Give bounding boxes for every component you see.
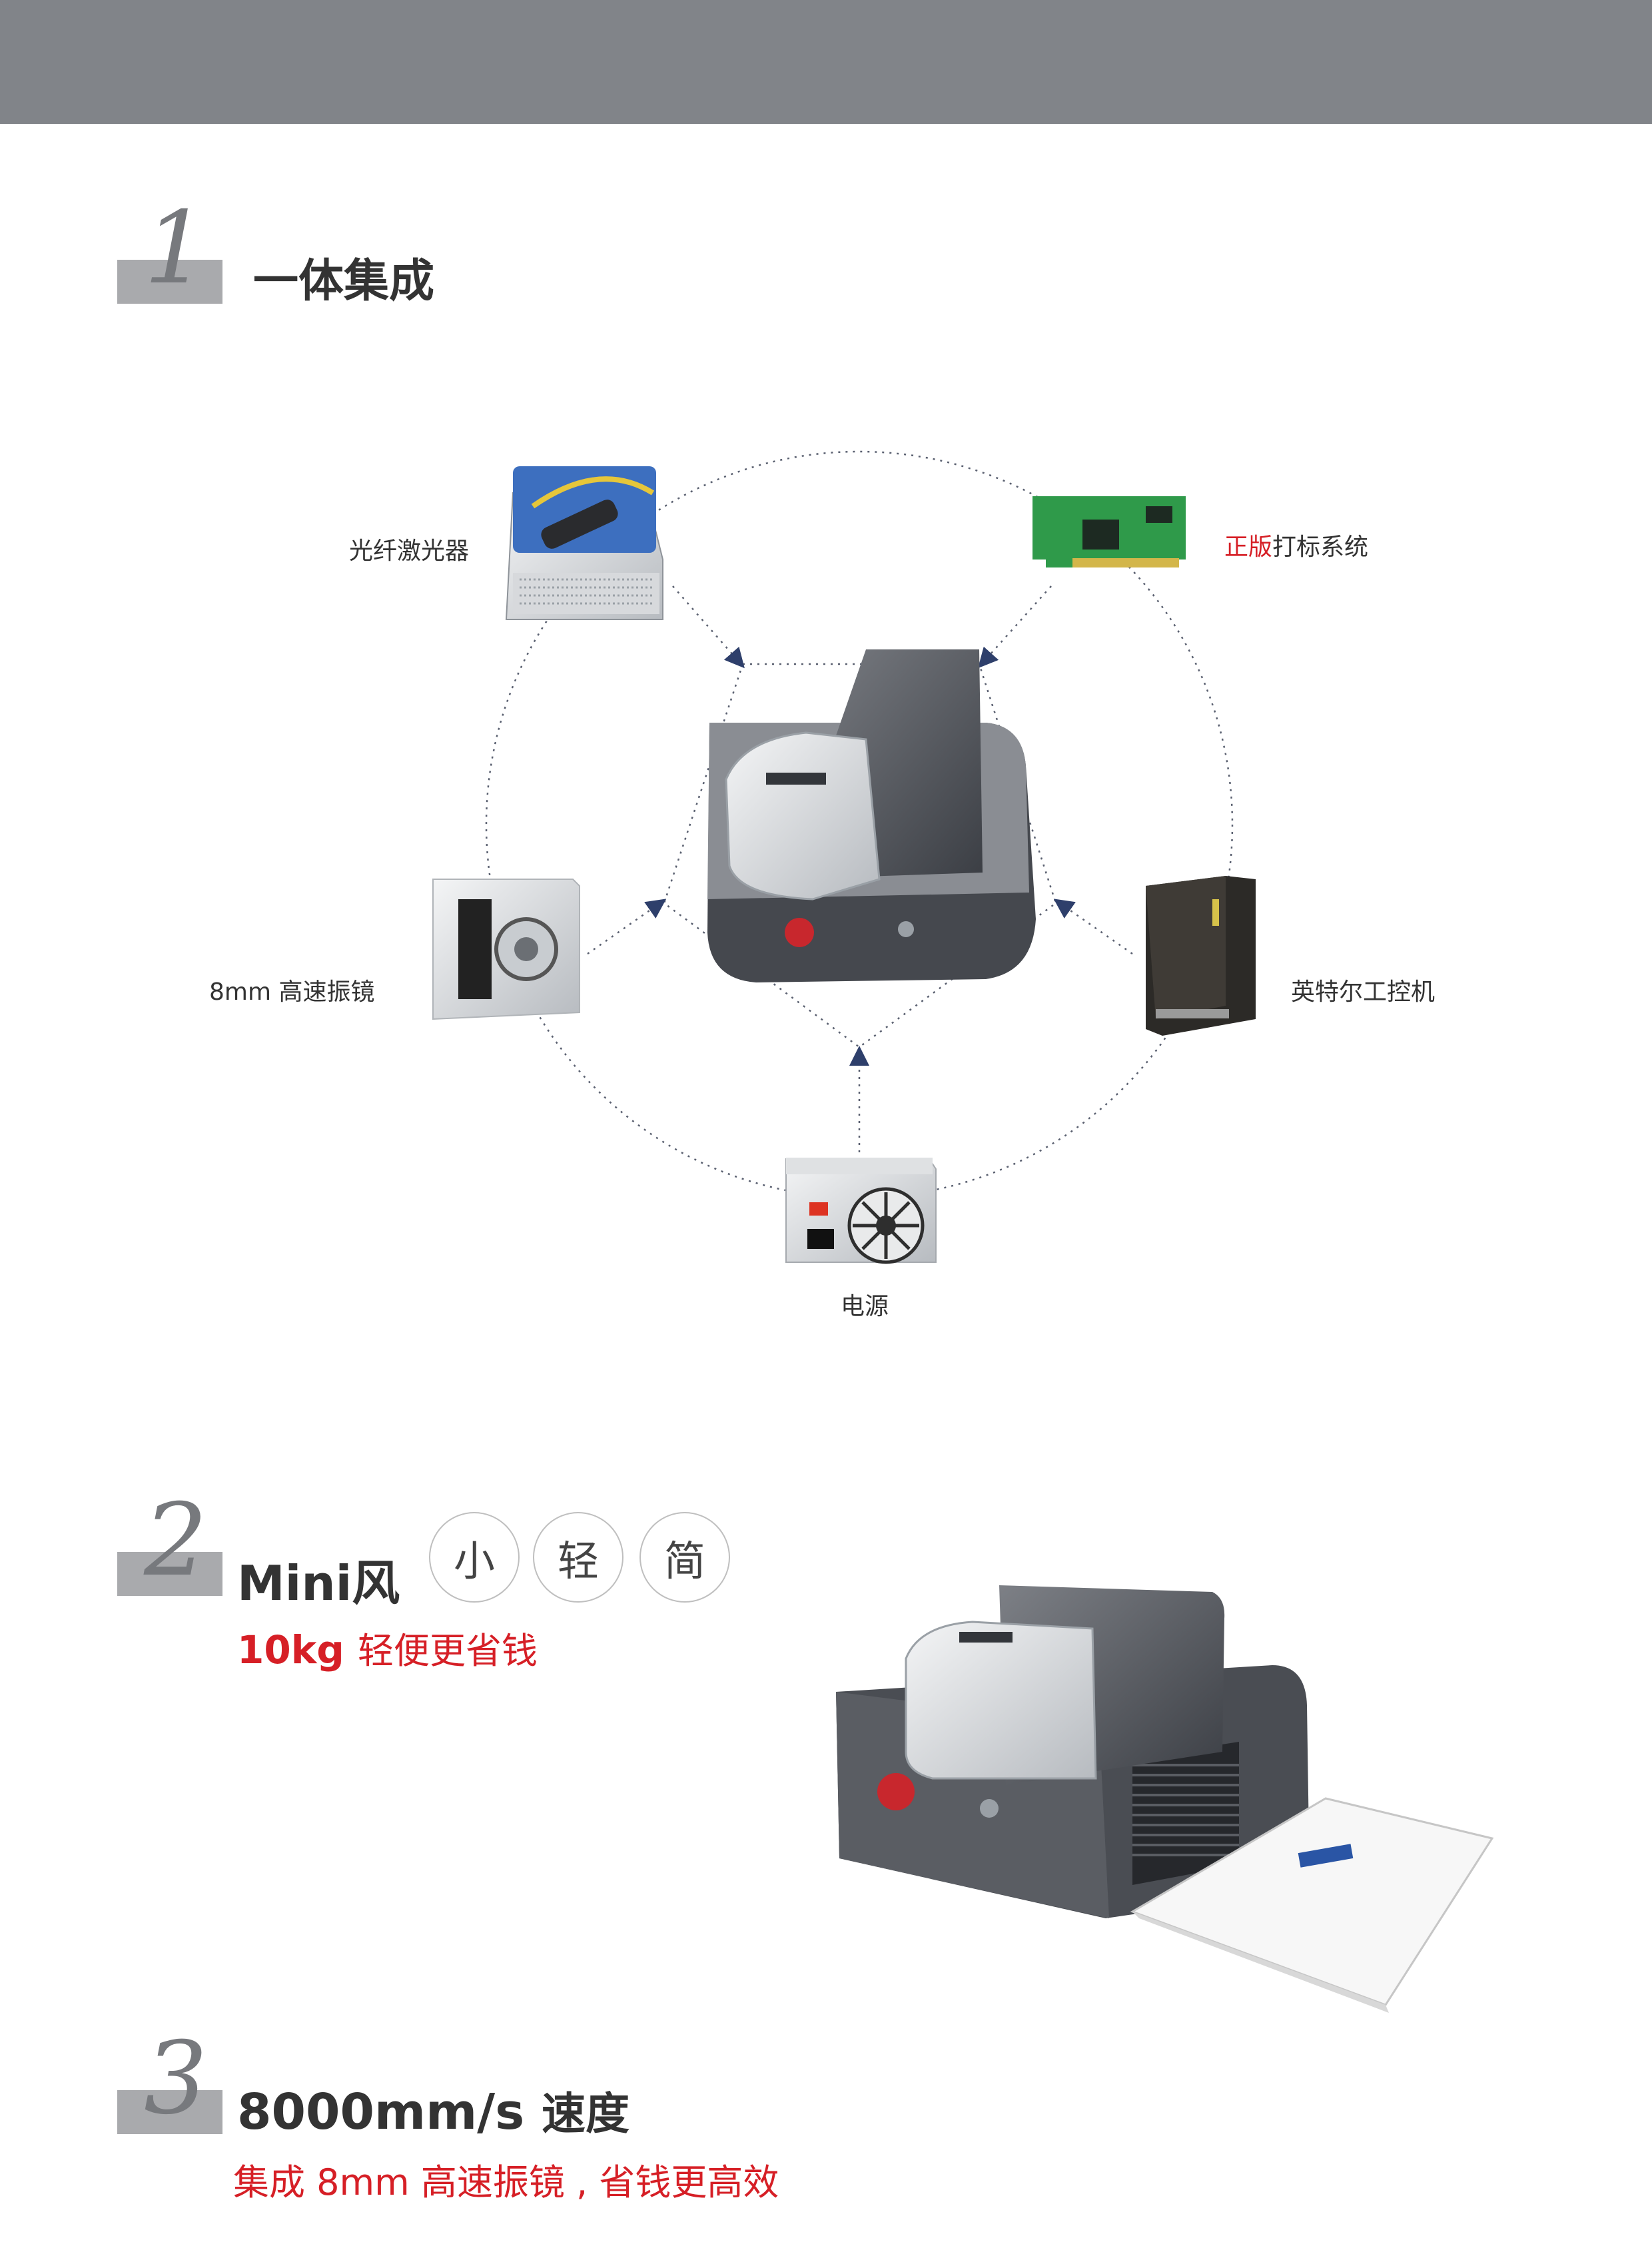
number-underbar bbox=[117, 2090, 222, 2134]
weight-value: 10kg bbox=[237, 1627, 344, 1673]
label-industrial-pc: 英特尔工控机 bbox=[1291, 978, 1436, 1006]
marking-machine-illustration bbox=[707, 649, 1036, 982]
arrow-software bbox=[978, 585, 1052, 669]
top-banner bbox=[0, 0, 1652, 124]
diagram-outer-circle bbox=[485, 450, 1234, 1199]
control-board-icon bbox=[1032, 496, 1186, 567]
galvo-scanner-icon bbox=[432, 879, 580, 1020]
section-2-number: 2 bbox=[117, 1489, 224, 1596]
speed-value: 8000mm/s bbox=[237, 2083, 525, 2141]
section-number-digit: 3 bbox=[144, 2021, 208, 2137]
label-fiber-laser: 光纤激光器 bbox=[349, 538, 470, 565]
section-3-number: 3 bbox=[117, 2028, 224, 2134]
label-marking-system: 打标系统 bbox=[1272, 534, 1369, 561]
arrow-galvo bbox=[587, 899, 667, 955]
label-galvo: 8mm 高速振镜 bbox=[209, 978, 375, 1006]
feature-chip-simple: 简 bbox=[639, 1512, 730, 1603]
section-3-subtitle: 集成 8mm 高速振镜 , 省钱更高效 bbox=[233, 2161, 779, 2203]
label-genuine: 正版 bbox=[1224, 534, 1273, 561]
arrow-laser bbox=[672, 585, 745, 669]
section-1-number: 1 bbox=[117, 197, 224, 304]
number-underbar bbox=[117, 1552, 222, 1596]
industrial-pc-icon bbox=[1146, 876, 1256, 1036]
feature-chip-small: 小 bbox=[429, 1512, 520, 1603]
fiber-laser-source-icon bbox=[505, 466, 663, 620]
section-2-title: Mini风 bbox=[237, 1555, 400, 1611]
speed-label: 速度 bbox=[542, 2088, 630, 2139]
feature-chip-light: 轻 bbox=[533, 1512, 623, 1603]
manual-booklet-illustration bbox=[1130, 1797, 1494, 2013]
product-machine-illustration bbox=[836, 1585, 1309, 1918]
label-power-supply: 电源 bbox=[841, 1293, 889, 1320]
number-underbar bbox=[117, 260, 222, 304]
weight-tagline: 轻便更省钱 bbox=[358, 1630, 538, 1672]
section-1-title: 一体集成 bbox=[253, 255, 435, 308]
power-supply-icon bbox=[785, 1158, 937, 1264]
section-2-subtitle: 10kg 轻便更省钱 bbox=[237, 1621, 538, 1674]
section-number-digit: 1 bbox=[144, 190, 208, 306]
label-marking-software: 正版打标系统 bbox=[1224, 528, 1368, 562]
section-number-digit: 2 bbox=[144, 1483, 208, 1599]
section-3-title: 8000mm/s 速度 bbox=[237, 2078, 629, 2142]
arrow-pc bbox=[1053, 899, 1133, 955]
